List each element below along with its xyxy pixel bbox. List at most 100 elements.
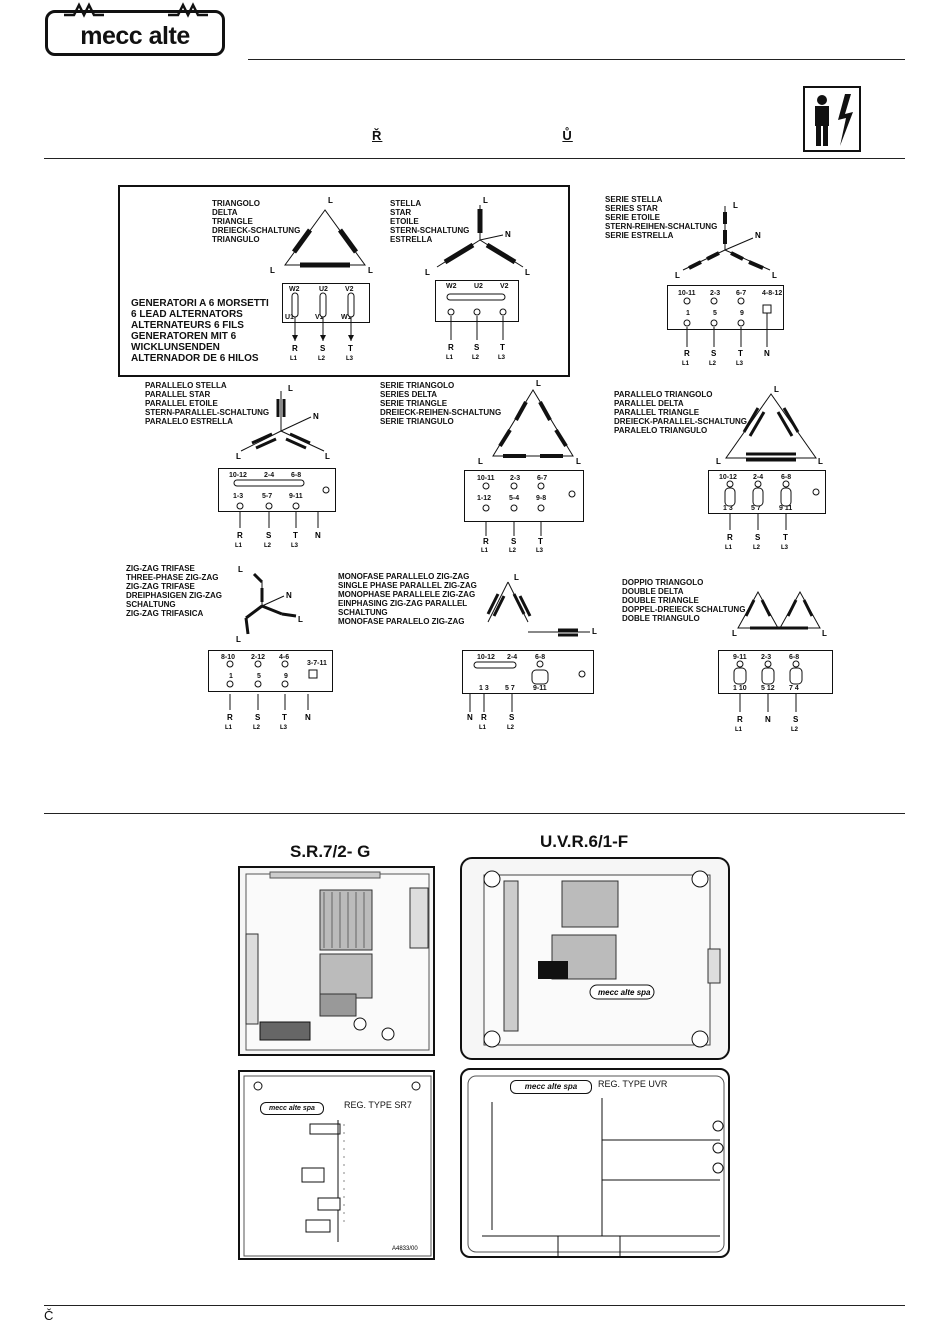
six-lead-frame	[118, 185, 570, 377]
svg-text:L1: L1	[725, 545, 733, 551]
svg-text:T: T	[538, 537, 543, 546]
svg-text:N: N	[315, 531, 321, 540]
svg-text:L2: L2	[253, 725, 261, 731]
sr7-plate-brand: mecc alte spa	[260, 1102, 324, 1115]
svg-text:S: S	[266, 531, 272, 540]
star-label: STELLA STAR ETOILE STERN-SCHALTUNG ESTRE…	[390, 199, 470, 244]
series-star-label: SERIE STELLA SERIES STAR SERIE ETOILE ST…	[605, 195, 718, 240]
uvr-title: U.V.R.6/1-F	[540, 832, 629, 851]
section-rule-middle	[44, 813, 905, 814]
uvr-board-photo: mecc alte spa	[460, 857, 730, 1060]
svg-text:R: R	[483, 537, 489, 546]
uvr-plate-brand: mecc alte spa	[510, 1080, 592, 1094]
six-lead-note: GENERATORI A 6 MORSETTI 6 LEAD ALTERNATO…	[131, 298, 269, 364]
svg-text:R: R	[448, 343, 454, 352]
sr7-board-photo	[238, 866, 435, 1056]
svg-text:L3: L3	[498, 355, 506, 361]
double-delta-label: DOPPIO TRIANGOLO DOUBLE DELTA DOUBLE TRI…	[622, 578, 746, 623]
svg-text:T: T	[783, 533, 788, 542]
svg-text:L2: L2	[507, 725, 515, 731]
svg-text:L: L	[822, 629, 827, 638]
svg-text:L: L	[774, 385, 779, 394]
svg-text:L3: L3	[280, 725, 288, 731]
double-delta-diagram: L L	[732, 590, 827, 638]
svg-text:L: L	[236, 635, 241, 644]
svg-text:L: L	[478, 457, 483, 466]
footer-page-marker: Č	[44, 1308, 54, 1323]
svg-text:R: R	[237, 531, 243, 540]
uvr-nameplate: mecc alte spa REG. TYPE UVR	[460, 1068, 730, 1258]
svg-text:L: L	[592, 627, 597, 636]
svg-text:N: N	[305, 713, 311, 722]
star-bridges: R S T L1 L2 L3	[446, 293, 507, 361]
zigzag-label: ZIG-ZAG TRIFASE THREE-PHASE ZIG-ZAG ZIG-…	[126, 564, 223, 618]
svg-text:R: R	[684, 349, 690, 358]
star-winding-diagram: L N L L	[425, 196, 530, 277]
svg-text:T: T	[293, 531, 298, 540]
svg-text:S: S	[711, 349, 717, 358]
svg-text:L: L	[238, 565, 243, 574]
svg-text:L: L	[733, 201, 738, 210]
svg-text:T: T	[282, 713, 287, 722]
title-left: Ř	[372, 128, 383, 143]
sr7-title: S.R.7/2- G	[290, 842, 371, 861]
svg-text:L: L	[716, 457, 721, 466]
brand-logo: mecc alte	[45, 2, 225, 56]
svg-text:mecc alte spa: mecc alte spa	[598, 988, 651, 997]
svg-text:L3: L3	[536, 548, 544, 554]
svg-text:L: L	[818, 457, 823, 466]
svg-text:L1: L1	[682, 361, 690, 367]
svg-text:S: S	[474, 343, 480, 352]
parallel-star-label: PARALLELO STELLA PARALLEL STAR PARALLEL …	[145, 381, 270, 426]
svg-text:S: S	[509, 713, 515, 722]
svg-text:L2: L2	[791, 727, 799, 733]
svg-text:L: L	[732, 629, 737, 638]
svg-text:S: S	[511, 537, 517, 546]
sr7-plate-type: REG. TYPE SR7	[344, 1100, 412, 1110]
svg-text:L: L	[675, 271, 680, 280]
svg-text:R: R	[292, 344, 298, 353]
svg-text:T: T	[500, 343, 505, 352]
svg-text:L: L	[328, 196, 333, 205]
svg-text:S: S	[793, 715, 799, 724]
series-star-diagram: L N L L	[675, 201, 777, 280]
svg-text:N: N	[313, 412, 319, 421]
parallel-star-diagram: L N L L	[236, 384, 330, 461]
svg-text:R: R	[737, 715, 743, 724]
svg-text:L: L	[576, 457, 581, 466]
svg-text:L: L	[368, 266, 373, 275]
svg-text:L2: L2	[472, 355, 480, 361]
svg-text:L: L	[270, 266, 275, 275]
svg-text:N: N	[765, 715, 771, 724]
triangle-label: TRIANGOLO DELTA TRIANGLE DREIECK-SCHALTU…	[212, 199, 301, 244]
svg-text:T: T	[348, 344, 353, 353]
svg-text:S: S	[255, 713, 261, 722]
svg-text:L: L	[772, 271, 777, 280]
svg-text:L: L	[514, 573, 519, 582]
zigzag-diagram: L N L L	[236, 565, 303, 644]
mono-zigzag-label: MONOFASE PARALLELO ZIG-ZAG SINGLE PHASE …	[338, 572, 477, 626]
svg-text:L2: L2	[509, 548, 517, 554]
svg-text:L3: L3	[346, 356, 354, 362]
svg-text:L3: L3	[781, 545, 789, 551]
svg-text:S: S	[320, 344, 326, 353]
svg-text:N: N	[764, 349, 770, 358]
svg-text:L: L	[483, 196, 488, 205]
svg-text:L: L	[236, 452, 241, 461]
svg-text:R: R	[481, 713, 487, 722]
svg-text:L: L	[325, 452, 330, 461]
uvr-plate-type: REG. TYPE UVR	[598, 1079, 668, 1089]
mono-zigzag-diagram: L L	[486, 573, 597, 637]
svg-text:L1: L1	[479, 725, 487, 731]
series-delta-diagram: L L L	[478, 379, 581, 466]
parallel-delta-diagram: L L L	[716, 385, 823, 466]
svg-text:L3: L3	[291, 543, 299, 549]
svg-text:L1: L1	[225, 725, 233, 731]
svg-text:L2: L2	[264, 543, 272, 549]
